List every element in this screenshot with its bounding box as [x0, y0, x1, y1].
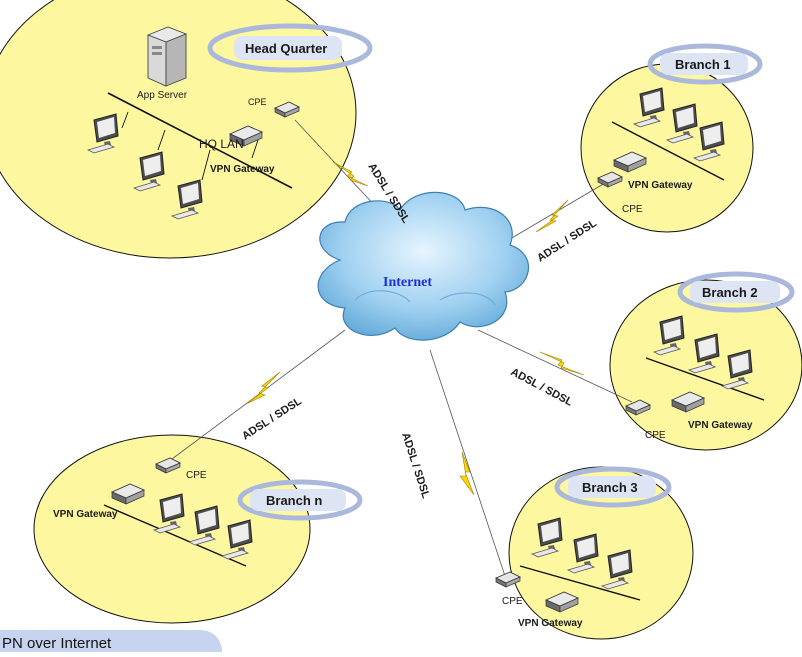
branch3-gateway-label: VPN Gateway	[518, 618, 583, 629]
internet-cloud: Internet	[317, 191, 529, 341]
site-branch1-area	[580, 63, 754, 233]
branchn-title-ring	[237, 479, 363, 521]
app-server-icon	[146, 26, 188, 87]
site-branch3: Branch 3 CPE VPN Gateway	[495, 466, 672, 629]
branchn-gateway-label: VPN Gateway	[53, 509, 118, 520]
footer-caption: PN over Internet	[0, 630, 222, 652]
branch2-title-ring	[677, 271, 795, 313]
branch2-title-box	[690, 281, 780, 303]
branch3-title-box	[568, 476, 656, 498]
branch2-lan-line	[645, 357, 765, 401]
branch2-title: Branch 2	[702, 285, 758, 300]
hq-title-ring	[207, 23, 373, 73]
branch2-cpe-label: CPE	[645, 430, 666, 441]
hq-lan-drops	[121, 111, 259, 181]
link-branch3-bolt	[459, 451, 475, 496]
hq-title-box	[234, 36, 342, 60]
link-branchn-bolt	[245, 371, 281, 405]
branch3-lan-line	[519, 565, 641, 601]
link-branch2-label: ADSL / SDSL	[509, 366, 575, 409]
hq-gateway-label: VPN Gateway	[210, 164, 275, 175]
app-server-label: App Server	[137, 90, 188, 101]
branch3-title: Branch 3	[582, 480, 638, 495]
site-branch2: Branch 2 VPN Gateway CPE	[625, 271, 795, 441]
branch1-lan-line	[611, 121, 725, 181]
footer-text: PN over Internet	[2, 635, 112, 652]
site-hq: Head Quarter App Server HQ LAN VPN Gatew…	[87, 23, 373, 220]
internet-label: Internet	[383, 275, 432, 290]
site-branch1: Branch 1 VPN Gateway CPE	[597, 43, 763, 215]
branch1-title: Branch 1	[675, 57, 731, 72]
link-branch1-label: ADSL / SDSL	[535, 217, 599, 264]
hq-cpe-label: CPE	[248, 97, 267, 107]
link-branch1-bolt	[535, 199, 569, 233]
hq-title: Head Quarter	[245, 41, 327, 56]
hq-lan-line	[107, 92, 293, 189]
link-branch3-label: ADSL / SDSL	[399, 431, 432, 500]
branch3-title-ring	[554, 466, 672, 508]
hq-lan-label: HQ LAN	[199, 137, 244, 151]
branch2-gateway-label: VPN Gateway	[688, 420, 753, 431]
branch3-cpe-label: CPE	[502, 596, 523, 607]
wan-links	[245, 161, 585, 496]
branchn-title-box	[250, 489, 346, 511]
branch1-cpe-label: CPE	[622, 204, 643, 215]
link-hq-bolt	[332, 161, 369, 187]
branch1-title-box	[660, 53, 748, 75]
link-branch2-bolt	[539, 351, 585, 376]
branchn-title: Branch n	[266, 493, 322, 508]
site-branchn: Branch n VPN Gateway CPE	[53, 457, 363, 567]
branch1-gateway-label: VPN Gateway	[628, 180, 693, 191]
branch1-title-ring	[647, 43, 763, 85]
branchn-cpe-label: CPE	[186, 470, 207, 481]
